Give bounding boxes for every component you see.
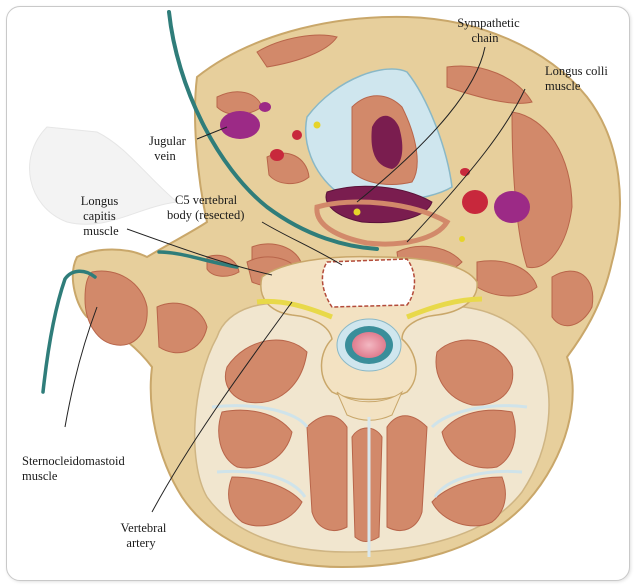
- figure-frame: Sympathetic chain Longus colli muscle Ju…: [6, 6, 630, 581]
- label-c5-vertebral-body: C5 vertebral body (resected): [167, 193, 244, 222]
- small-vein-left: [259, 102, 271, 112]
- label-longus-colli: Longus colli muscle: [545, 64, 611, 93]
- carotid-artery-right: [462, 190, 488, 214]
- neck-cross-section-diagram: Sympathetic chain Longus colli muscle Ju…: [7, 7, 629, 580]
- nerve-dot-2: [354, 209, 361, 216]
- nerve-dot-3: [459, 236, 465, 242]
- small-artery-right: [460, 168, 470, 176]
- spinal-cord: [352, 332, 386, 358]
- label-sternocleidomastoid: Sternocleidomastoid muscle: [22, 454, 128, 483]
- label-longus-capitis: Longus capitis muscle: [81, 194, 122, 238]
- jugular-vein-shape: [220, 111, 260, 139]
- small-artery-left: [292, 130, 302, 140]
- carotid-artery-left: [270, 149, 284, 161]
- nerve-dot-1: [314, 122, 321, 129]
- jugular-vein-right: [494, 191, 530, 223]
- resected-vertebral-body: [322, 259, 414, 307]
- label-jugular-vein: Jugular vein: [149, 134, 189, 163]
- label-vertebral-artery: Vertebral artery: [121, 521, 170, 550]
